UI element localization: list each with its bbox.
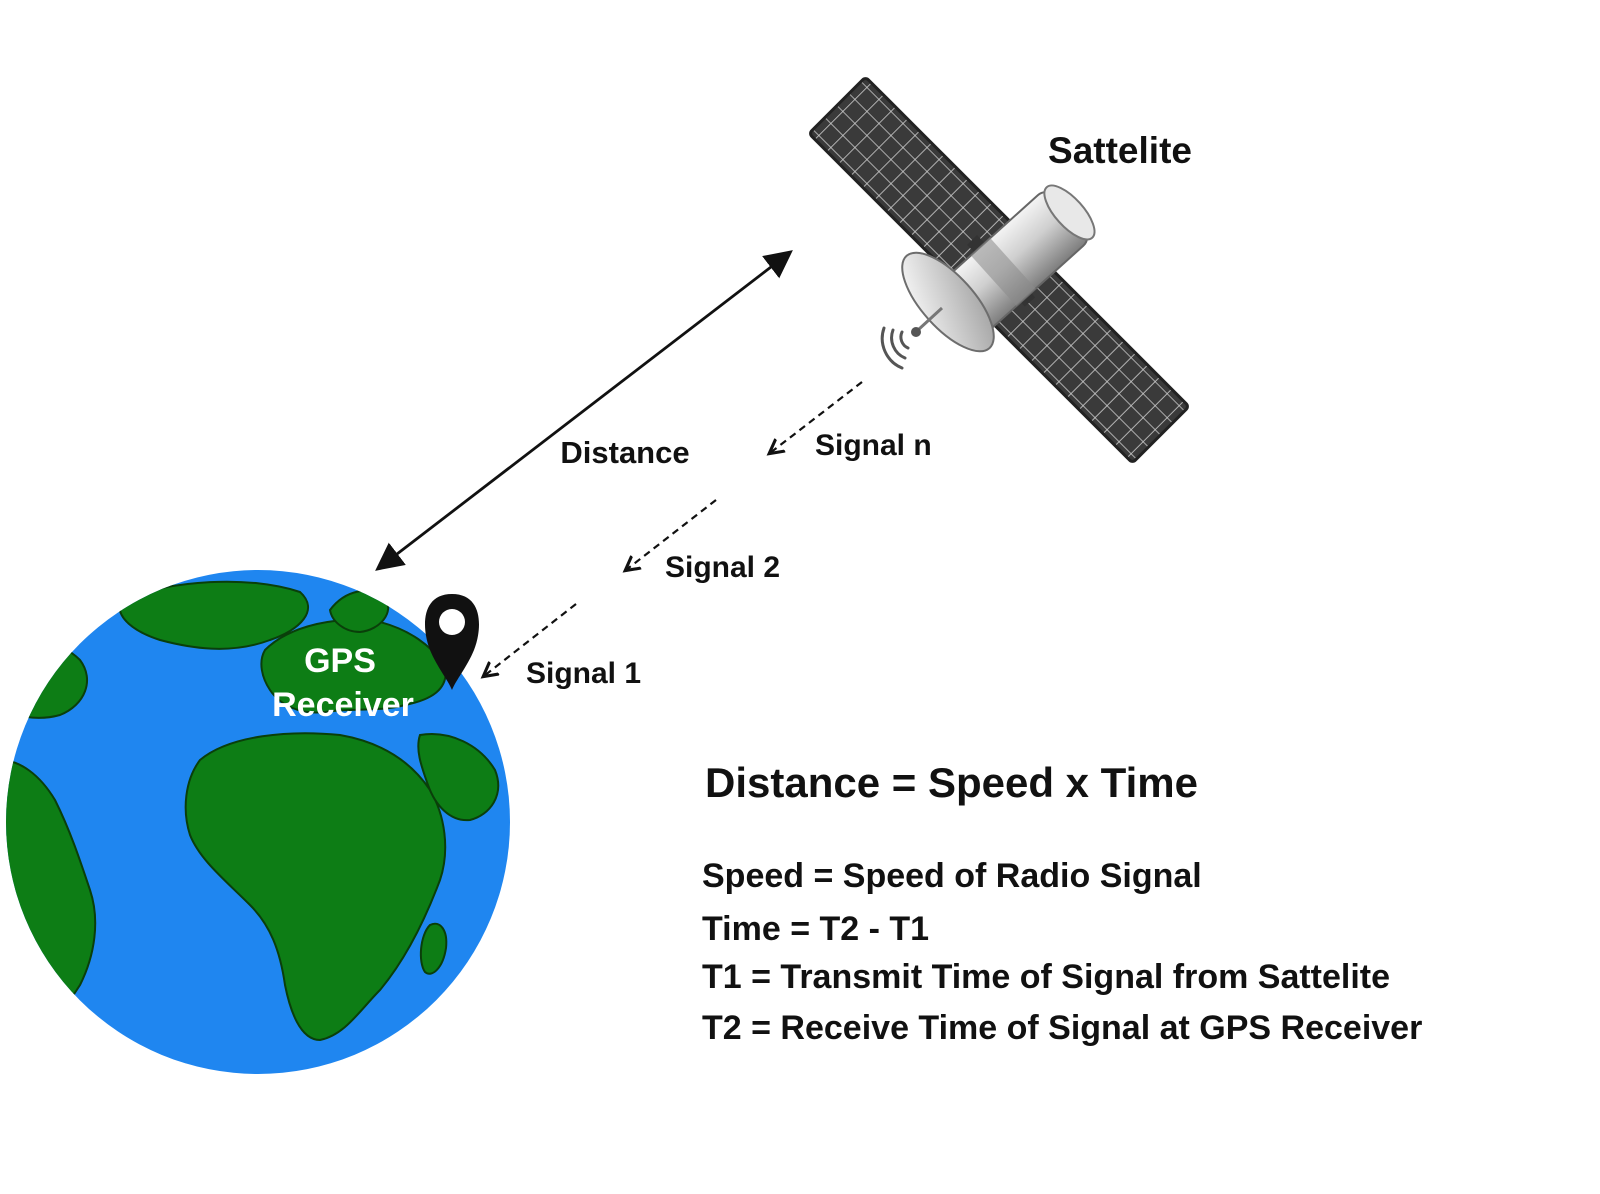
signal-waves-icon xyxy=(880,326,910,370)
gps-label-line2: Receiver xyxy=(272,686,414,724)
formula-line: Time = T2 - T1 xyxy=(702,910,929,948)
distance-label: Distance xyxy=(560,435,689,470)
distance-arrow xyxy=(375,250,793,571)
signal-2-label: Signal 2 xyxy=(665,551,780,584)
formula-main: Distance = Speed x Time xyxy=(705,759,1198,806)
signal-1-arrow xyxy=(484,603,577,676)
signal-n-arrow xyxy=(770,381,863,453)
formula-line: T2 = Receive Time of Signal at GPS Recei… xyxy=(702,1009,1422,1047)
globe-icon xyxy=(6,570,510,1074)
signal-1-label: Signal 1 xyxy=(526,657,641,690)
satellite-label: Sattelite xyxy=(1048,130,1192,171)
location-pin-icon xyxy=(424,594,480,690)
formula-line: Speed = Speed of Radio Signal xyxy=(702,857,1202,895)
satellite-icon xyxy=(809,77,1189,463)
formula-line: T1 = Transmit Time of Signal from Sattel… xyxy=(702,958,1390,996)
signal-n-label: Signal n xyxy=(815,429,932,462)
gps-label-line1: GPS xyxy=(304,642,376,680)
